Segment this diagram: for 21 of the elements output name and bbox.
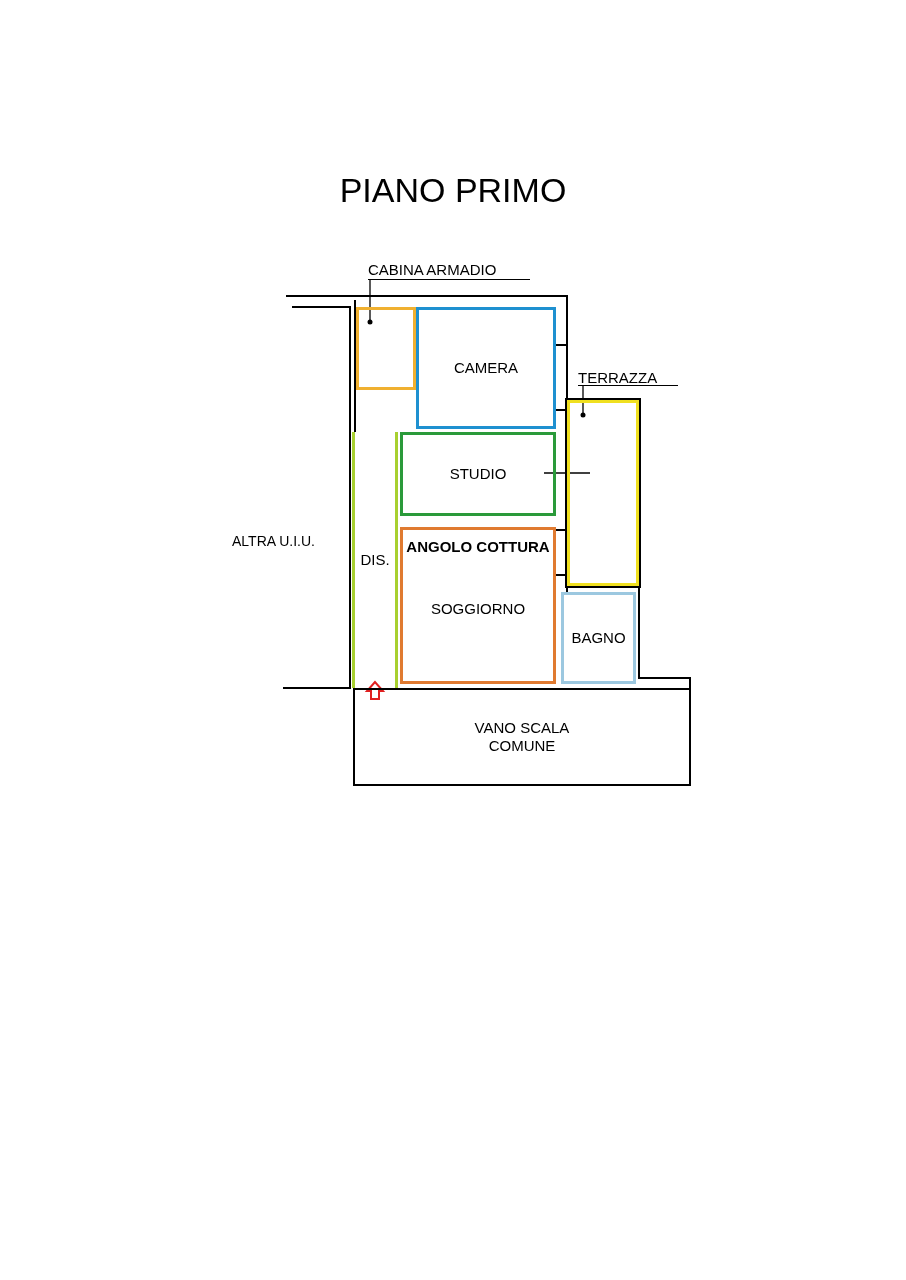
bathroom-room <box>561 592 636 684</box>
stairwell-room <box>353 688 691 786</box>
living-room <box>400 527 556 684</box>
room-label: CABINA ARMADIO <box>368 261 497 278</box>
walk-in-closet-room <box>356 307 416 390</box>
study-room <box>400 432 556 516</box>
room-label: VANO SCALA COMUNE <box>473 719 571 755</box>
room-label: DIS. <box>360 551 390 569</box>
bedroom-room <box>416 307 556 429</box>
hallway-room <box>352 432 398 688</box>
room-label: ANGOLO COTTURA <box>406 538 550 556</box>
room-label: BAGNO <box>571 629 626 647</box>
room-label: STUDIO <box>449 465 507 483</box>
terrace-room <box>567 400 639 586</box>
room-label: CAMERA <box>453 359 519 377</box>
room-label: SOGGIORNO <box>430 600 526 618</box>
room-label: TERRAZZA <box>578 369 658 386</box>
leader-line <box>367 279 373 325</box>
leader-line <box>580 385 586 418</box>
neighbor-unit-label: ALTRA U.I.U. <box>232 532 315 550</box>
plan-title: PIANO PRIMO <box>338 170 568 210</box>
